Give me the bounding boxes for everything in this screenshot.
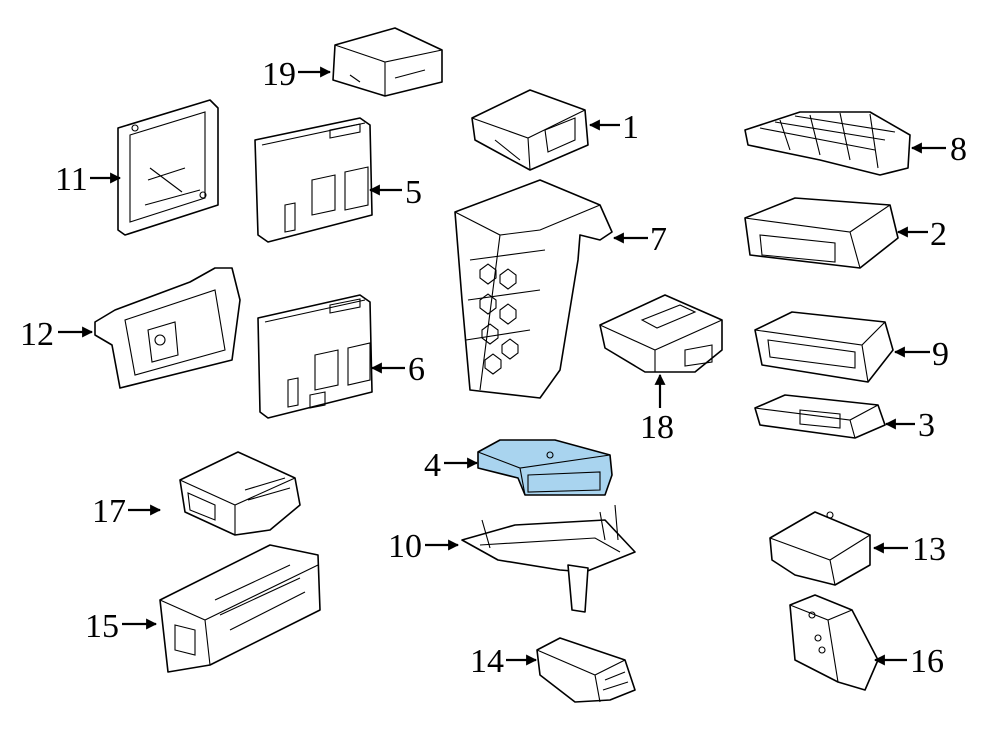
part-19-control-module[interactable] bbox=[332, 27, 443, 97]
part-14-control-module[interactable] bbox=[536, 637, 636, 703]
callout-label: 10 bbox=[388, 528, 422, 565]
callout-label: 16 bbox=[910, 643, 944, 680]
callout-8: 8 bbox=[910, 131, 967, 168]
callout-label: 9 bbox=[932, 336, 949, 373]
callout-label: 18 bbox=[640, 409, 674, 446]
callout-9: 9 bbox=[893, 336, 949, 373]
callout-15: 15 bbox=[85, 608, 158, 645]
callout-label: 19 bbox=[262, 56, 296, 93]
callout-12: 12 bbox=[20, 316, 94, 353]
part-15-fuse-box[interactable] bbox=[159, 544, 321, 673]
part-3-control-module[interactable] bbox=[754, 394, 886, 439]
part-11-bracket-plate[interactable] bbox=[117, 99, 219, 236]
callout-3: 3 bbox=[884, 407, 935, 444]
callout-label: 14 bbox=[470, 643, 504, 680]
part-13-control-module[interactable] bbox=[769, 511, 871, 586]
part-6-fuse-relay-box[interactable] bbox=[257, 294, 373, 419]
part-9-module-housing[interactable] bbox=[754, 311, 894, 383]
callout-label: 7 bbox=[650, 221, 667, 258]
part-17-connector-housing[interactable] bbox=[179, 451, 301, 536]
callout-label: 8 bbox=[950, 131, 967, 168]
part-7-mounting-bracket[interactable] bbox=[454, 179, 613, 399]
part-16-connector-block[interactable] bbox=[789, 594, 879, 691]
callout-7: 7 bbox=[612, 221, 667, 258]
callout-label: 13 bbox=[912, 531, 946, 568]
callout-19: 19 bbox=[262, 56, 332, 93]
callout-label: 5 bbox=[405, 174, 422, 211]
part-2-control-module[interactable] bbox=[744, 197, 899, 269]
callout-label: 12 bbox=[20, 316, 54, 353]
part-12-bracket-plate[interactable] bbox=[94, 267, 241, 389]
callout-5: 5 bbox=[368, 174, 422, 211]
callout-label: 3 bbox=[918, 407, 935, 444]
part-5-fuse-relay-box[interactable] bbox=[254, 117, 373, 243]
callout-6: 6 bbox=[370, 351, 425, 388]
callout-label: 17 bbox=[92, 493, 126, 530]
part-4-control-module[interactable] bbox=[477, 439, 613, 496]
callout-11: 11 bbox=[55, 161, 122, 198]
part-8-module-cover[interactable] bbox=[744, 111, 911, 176]
callout-14: 14 bbox=[470, 643, 538, 680]
callout-16: 16 bbox=[873, 643, 944, 680]
callout-2: 2 bbox=[896, 216, 947, 253]
callout-label: 4 bbox=[424, 447, 441, 484]
callout-label: 15 bbox=[85, 608, 119, 645]
part-10-module-bracket[interactable] bbox=[461, 504, 636, 613]
callout-label: 1 bbox=[622, 109, 639, 146]
callout-label: 11 bbox=[55, 161, 88, 198]
callout-label: 6 bbox=[408, 351, 425, 388]
callout-13: 13 bbox=[872, 531, 946, 568]
callout-4: 4 bbox=[424, 447, 479, 484]
part-18-control-module[interactable] bbox=[599, 294, 723, 373]
callout-label: 2 bbox=[930, 216, 947, 253]
callout-10: 10 bbox=[388, 528, 460, 565]
part-1-control-module[interactable] bbox=[471, 89, 589, 171]
callout-1: 1 bbox=[588, 109, 639, 146]
callout-18: 18 bbox=[640, 373, 674, 446]
callout-17: 17 bbox=[92, 493, 162, 530]
